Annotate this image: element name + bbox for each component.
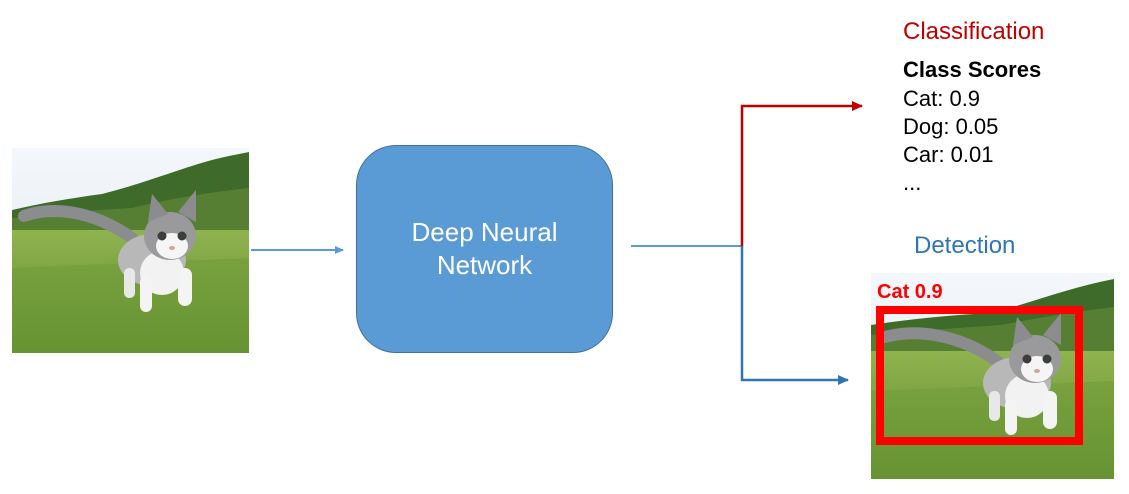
network-label: Deep Neural Network <box>411 217 558 280</box>
score-ellipsis: ... <box>903 170 922 195</box>
deep-neural-network-box: Deep Neural Network <box>356 145 613 353</box>
classification-title: Classification <box>903 18 1045 45</box>
score-car: Car: 0.01 <box>903 142 994 167</box>
detection-arrow <box>740 246 849 385</box>
input-kitten-image <box>12 148 249 353</box>
cat-bounding-box <box>876 306 1083 445</box>
score-dog: Dog: 0.05 <box>903 114 999 139</box>
score-cat: Cat: 0.9 <box>903 86 981 111</box>
bounding-box-label: Cat 0.9 <box>877 281 943 303</box>
classification-arrow <box>740 101 863 246</box>
detection-title: Detection <box>914 232 1016 259</box>
class-scores-heading: Class Scores <box>903 57 1042 82</box>
